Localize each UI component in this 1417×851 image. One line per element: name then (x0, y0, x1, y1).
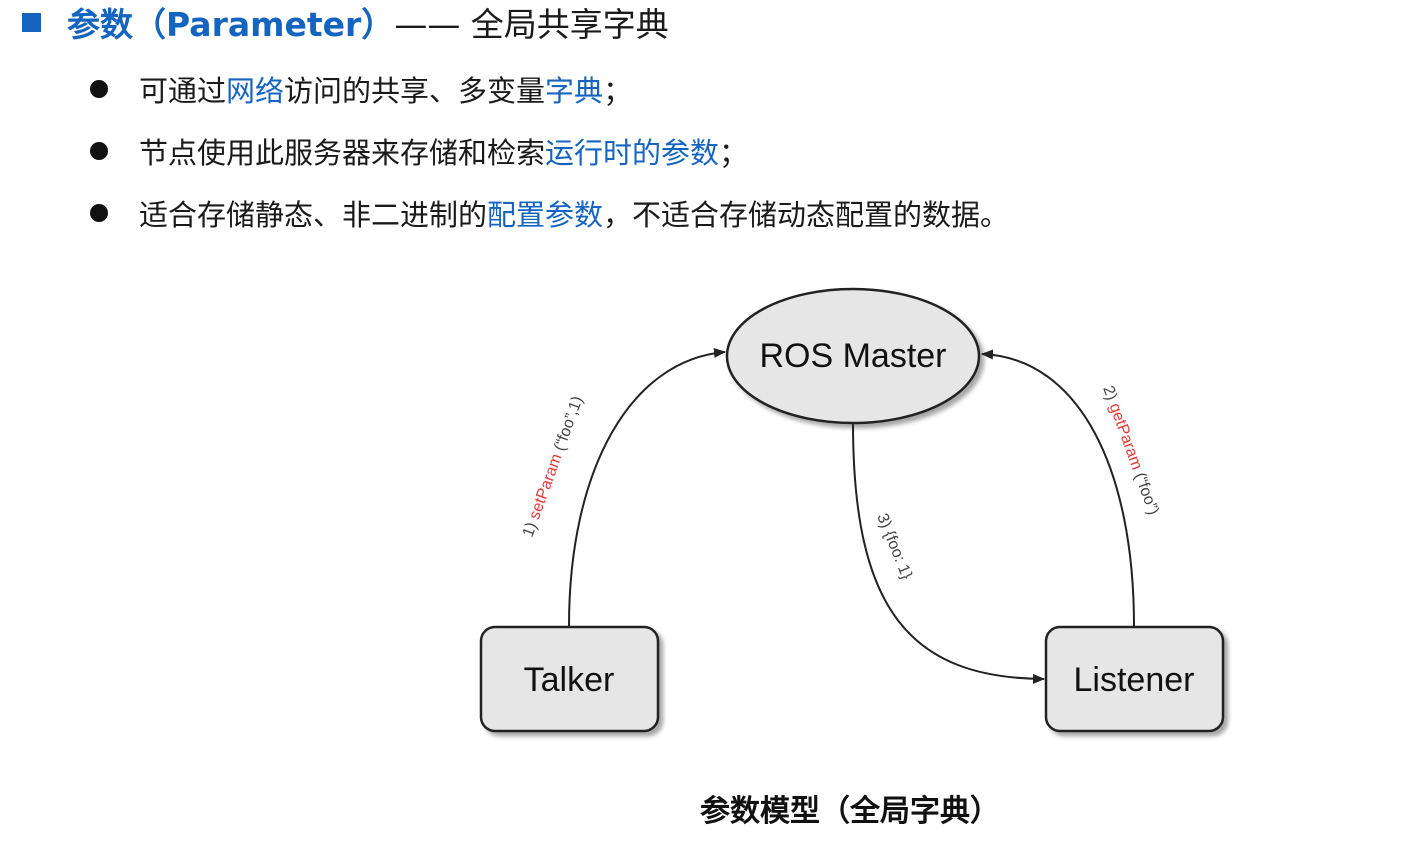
bullet-item-2: 节点使用此服务器来存储和检索运行时的参数； (88, 120, 1009, 182)
bullet-dot-icon (90, 142, 108, 160)
bullet-text-1-part-5: ； (603, 74, 633, 108)
bullet-text-3-part-2: 配置参数 (487, 198, 604, 232)
edge-get-param-function: getParam (1106, 401, 1146, 472)
edge-set-param-function: setParam (526, 452, 565, 522)
bullet-text-2-part-3: ； (719, 136, 749, 170)
bullet-text-1-part-1: 可通过 (139, 74, 227, 108)
diagram-caption: 参数模型（全局字典） (700, 794, 1000, 829)
bullet-item-3: 适合存储静态、非二进制的配置参数，不适合存储动态配置的数据。 (88, 182, 1009, 244)
heading-title: 参数（Parameter） (67, 5, 395, 44)
listener-label: Listener (1074, 661, 1195, 699)
square-bullet-icon (22, 12, 41, 32)
edge-response-arrow (852, 422, 1045, 684)
edge-get-param-prefix: 2) (1099, 384, 1121, 407)
bullet-text-3-part-3: ，不适合存储动态配置的数据。 (603, 198, 1010, 232)
parameter-model-diagram: ROS Master Talker Listener 1) setParam (… (479, 287, 1225, 733)
edge-response-label: 3) {foo: 1} (873, 511, 915, 582)
bullet-text-2-part-1: 节点使用此服务器来存储和检索 (139, 136, 546, 170)
edge-set-param-label: 1) setParam (“foo”,1) (520, 394, 587, 539)
bullet-text-1-part-4: 字典 (545, 74, 604, 108)
listener-node: Listener (1044, 625, 1225, 733)
bullet-dot-icon (90, 204, 108, 222)
edge-get-param-label: 2) getParam (“foo”) (1099, 384, 1162, 518)
bullet-item-1: 可通过网络访问的共享、多变量字典； (88, 58, 1009, 120)
heading-subtitle: —— 全局共享字典 (394, 5, 669, 44)
bullet-text-1-part-3: 访问的共享、多变量 (284, 74, 546, 108)
bullet-list: 可通过网络访问的共享、多变量字典； 节点使用此服务器来存储和检索运行时的参数； … (88, 58, 1009, 244)
bullet-text-1-part-2: 网络 (226, 74, 285, 108)
edge-get-param-args: (“foo”) (1129, 466, 1161, 517)
bullet-dot-icon (90, 80, 108, 98)
ros-master-label: ROS Master (759, 337, 946, 375)
edge-set-param-arrow (568, 347, 726, 627)
talker-node: Talker (479, 625, 660, 733)
talker-label: Talker (524, 661, 615, 699)
bullet-text-2-part-2: 运行时的参数 (545, 136, 720, 170)
ros-master-node: ROS Master (725, 287, 981, 425)
edge-set-param-args: (“foo”,1) (550, 394, 587, 457)
slide-heading: 参数（Parameter） —— 全局共享字典 (22, 0, 669, 44)
edge-get-param-arrow (981, 349, 1135, 627)
bullet-text-3-part-1: 适合存储静态、非二进制的 (139, 198, 488, 232)
edge-set-param-prefix: 1) (520, 516, 542, 539)
